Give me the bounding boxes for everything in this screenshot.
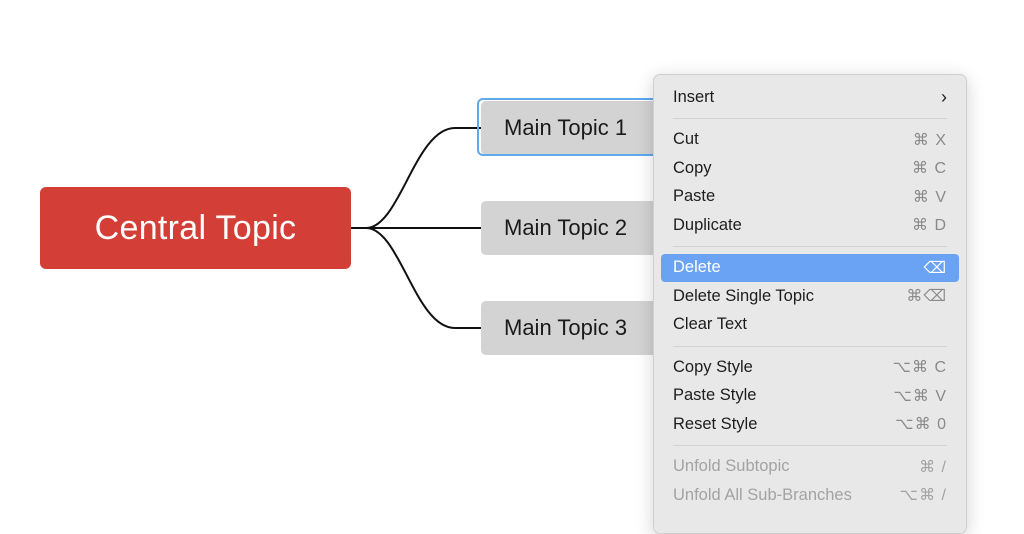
menu-item-shortcut: ⌘ / (919, 458, 947, 476)
menu-item-delete-single-topic[interactable]: Delete Single Topic ⌘⌫ (661, 282, 959, 311)
menu-item-unfold-all-sub-branches[interactable]: Unfold All Sub-Branches ⌥⌘ / (661, 481, 959, 510)
menu-item-shortcut: ⌥⌘ / (899, 487, 947, 505)
menu-item-label: Delete Single Topic (673, 286, 814, 305)
menu-separator (673, 345, 947, 347)
menu-item-unfold-subtopic[interactable]: Unfold Subtopic ⌘ / (661, 453, 959, 482)
menu-item-shortcut: ⌘ V (912, 188, 947, 206)
menu-separator (673, 118, 947, 119)
menu-item-paste-style[interactable]: Paste Style ⌥⌘ V (661, 382, 959, 411)
selection-outline (477, 98, 667, 156)
main-topic-2[interactable]: Main Topic 2 (481, 201, 671, 255)
menu-item-shortcut: ⌥⌘ C (892, 359, 947, 377)
menu-item-duplicate[interactable]: Duplicate ⌘ D (661, 211, 959, 240)
menu-item-cut[interactable]: Cut ⌘ X (661, 126, 959, 155)
menu-item-label: Reset Style (673, 414, 758, 433)
menu-item-insert[interactable]: Insert › (661, 83, 959, 112)
menu-item-shortcut: ⌘ C (912, 160, 947, 178)
menu-item-label: Cut (673, 130, 699, 149)
menu-item-copy[interactable]: Copy ⌘ C (661, 154, 959, 183)
menu-item-label: Paste Style (673, 386, 757, 405)
menu-item-label: Delete (673, 258, 721, 277)
menu-separator (673, 445, 947, 446)
menu-item-label: Copy Style (673, 357, 753, 376)
menu-item-label: Unfold Subtopic (673, 457, 790, 476)
menu-item-label: Copy (673, 158, 712, 177)
menu-item-label: Duplicate (673, 215, 742, 234)
menu-item-delete[interactable]: Delete ⌫ (661, 253, 959, 282)
menu-item-reset-style[interactable]: Reset Style ⌥⌘ 0 (661, 410, 959, 439)
menu-item-paste[interactable]: Paste ⌘ V (661, 183, 959, 212)
menu-item-label: Clear Text (673, 315, 747, 334)
menu-item-shortcut: ⌘ D (912, 217, 947, 235)
menu-item-shortcut: ⌘⌫ (906, 288, 947, 306)
mindmap-canvas[interactable]: Central Topic Main Topic 1 Main Topic 2 … (0, 0, 1024, 513)
menu-item-shortcut: ⌘ X (912, 131, 947, 149)
branch-line-1 (351, 127, 481, 229)
menu-item-shortcut: ⌥⌘ 0 (895, 416, 947, 434)
menu-item-label: Paste (673, 187, 716, 206)
menu-separator (673, 246, 947, 247)
main-topic-3[interactable]: Main Topic 3 (481, 301, 671, 355)
branch-connectors (351, 127, 481, 329)
main-topic-1[interactable]: Main Topic 1 (481, 101, 671, 155)
branch-line-3 (365, 227, 481, 329)
menu-item-label: Unfold All Sub-Branches (673, 485, 852, 504)
chevron-right-icon: › (941, 86, 947, 107)
menu-item-shortcut: ⌫ (923, 259, 947, 277)
menu-item-copy-style[interactable]: Copy Style ⌥⌘ C (661, 353, 959, 382)
menu-item-clear-text[interactable]: Clear Text (661, 311, 959, 340)
central-topic[interactable]: Central Topic (40, 187, 351, 269)
menu-item-shortcut: ⌥⌘ V (893, 387, 947, 405)
menu-item-label: Insert (673, 87, 715, 106)
context-menu[interactable]: Insert › Cut ⌘ X Copy ⌘ C Paste ⌘ V Duplicate ⌘ D… (653, 74, 967, 534)
